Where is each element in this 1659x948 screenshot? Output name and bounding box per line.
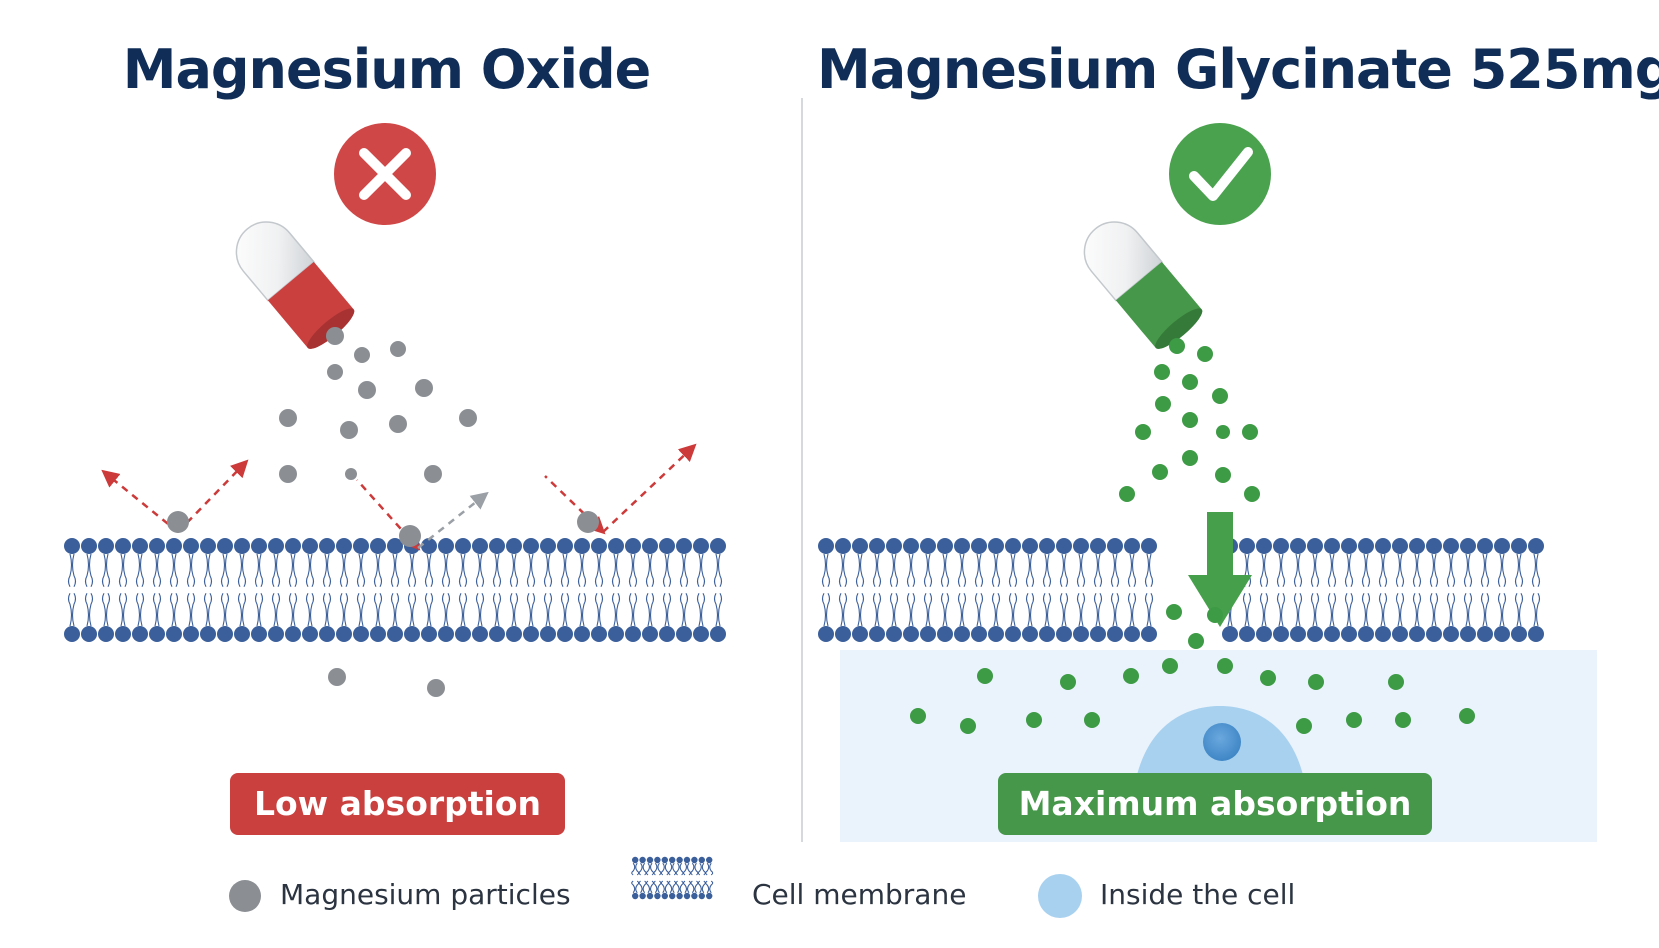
left-panel-title: Magnesium Oxide bbox=[122, 38, 652, 101]
cell-membrane-left bbox=[64, 538, 726, 642]
cell-nucleus bbox=[1203, 723, 1241, 761]
low-absorption-badge: Low absorption bbox=[230, 773, 565, 835]
gray-dot-icon bbox=[229, 880, 261, 912]
check-mark-icon bbox=[1169, 123, 1271, 225]
bounce-arrow bbox=[101, 469, 179, 533]
cell-membrane-right-left-segment bbox=[818, 538, 1157, 642]
bounce-arrow bbox=[417, 491, 489, 549]
cell-body bbox=[1137, 706, 1303, 775]
absorption-arrow bbox=[1188, 512, 1252, 627]
maximum-absorption-badge: Maximum absorption bbox=[998, 773, 1432, 835]
x-mark-icon bbox=[334, 123, 436, 225]
bounce-arrow bbox=[602, 443, 697, 533]
legend-cell-label: Inside the cell bbox=[1100, 878, 1296, 911]
right-panel-title: Magnesium Glycinate 525mg bbox=[817, 38, 1659, 101]
bounce-arrow bbox=[177, 459, 249, 533]
magnesium-particles-left bbox=[167, 327, 599, 697]
legend-membrane-label: Cell membrane bbox=[752, 878, 967, 911]
legend-particles-label: Magnesium particles bbox=[280, 878, 571, 911]
cell-membrane-right-right-segment bbox=[1222, 538, 1544, 642]
membrane-icon bbox=[631, 856, 714, 900]
capsule-right-icon bbox=[1083, 221, 1203, 349]
light-blue-dot-icon bbox=[1038, 874, 1082, 918]
bounce-arrows bbox=[101, 443, 697, 551]
magnesium-particles-right bbox=[910, 338, 1475, 734]
